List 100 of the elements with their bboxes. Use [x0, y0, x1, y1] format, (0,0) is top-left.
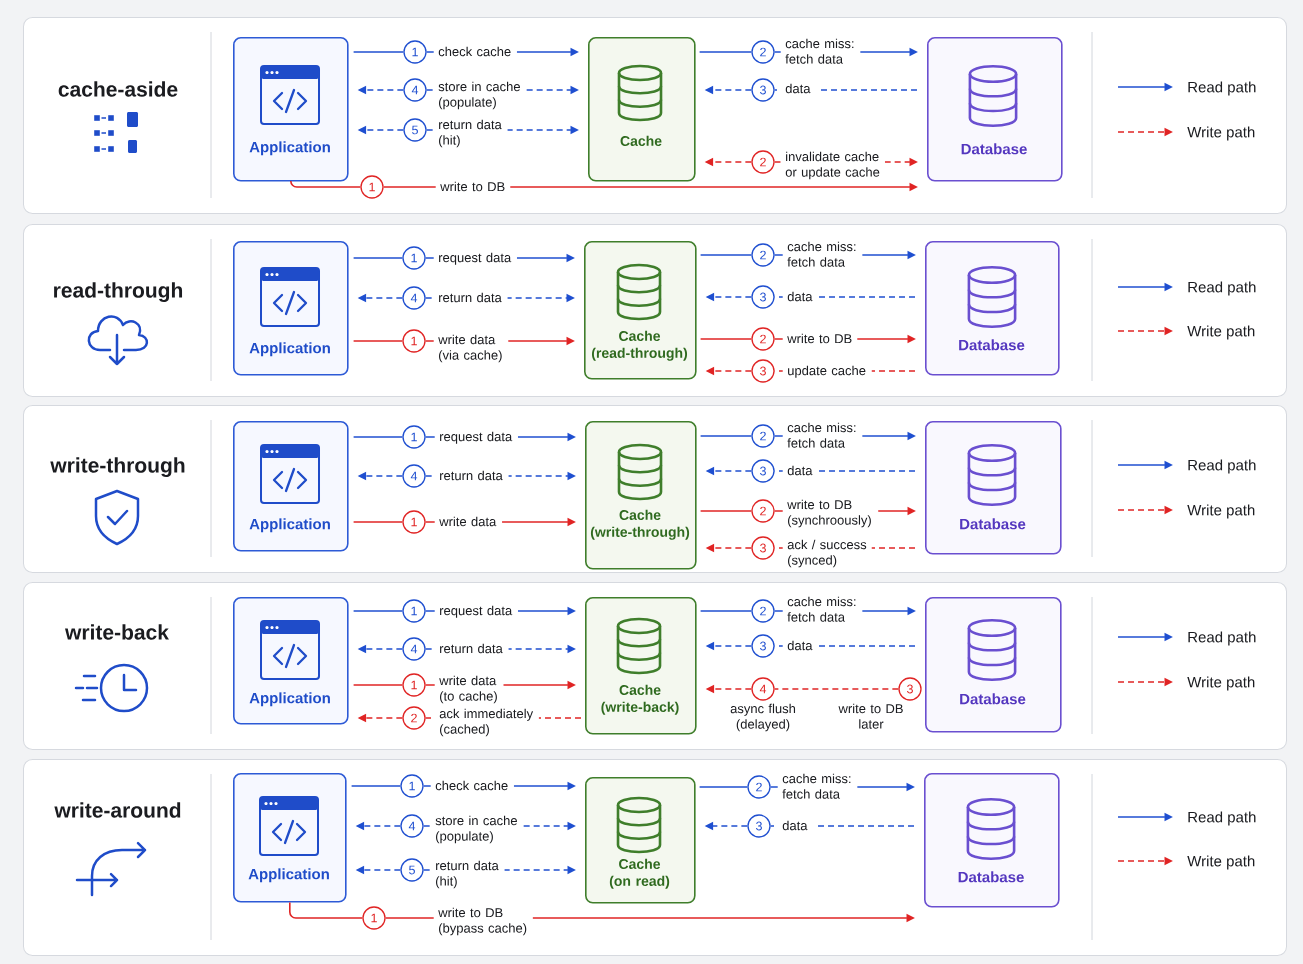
step-caption: async flush (delayed) — [730, 703, 796, 732]
database-box: Database — [927, 37, 1063, 182]
edge-label: invalidate cache or update cache — [780, 148, 885, 183]
connector-line — [352, 521, 404, 523]
cache-box: Cache (write-back) — [585, 597, 697, 735]
step-number: 3 — [898, 677, 922, 701]
connector-line — [699, 510, 753, 512]
step-number: 1 — [402, 599, 426, 623]
application-box: Application — [233, 773, 347, 903]
step-number: 1 — [402, 246, 426, 270]
database-box: Database — [924, 773, 1060, 908]
step-number: 2 — [751, 243, 775, 267]
heading: write-around — [54, 802, 181, 818]
legend-label: Write path — [1187, 504, 1255, 519]
step-number: 4 — [400, 814, 424, 838]
connector-line — [699, 338, 753, 340]
edge-label: write data (via cache) — [433, 331, 509, 366]
connector-line — [699, 254, 753, 256]
step-number: 1 — [360, 175, 384, 199]
legend-label: Read path — [1188, 631, 1256, 646]
connector-line — [352, 684, 404, 686]
step-number: 3 — [751, 359, 775, 383]
step-number: 2 — [751, 424, 775, 448]
step-number: 2 — [751, 599, 775, 623]
step-number: 4 — [402, 637, 426, 661]
connector-line — [352, 610, 404, 612]
step-number: 5 — [400, 858, 424, 882]
application-box: Application — [233, 37, 349, 182]
edge-label: store in cache (populate) — [430, 812, 523, 847]
heading: cache-aside — [58, 81, 178, 97]
connector-line — [352, 436, 404, 438]
connector-line — [699, 610, 753, 612]
application-box: Application — [233, 241, 349, 376]
application-box: Application — [233, 421, 349, 552]
cache-box: Cache (on read) — [585, 777, 696, 904]
step-number: 1 — [400, 774, 424, 798]
step-number: 2 — [747, 775, 771, 799]
cache-box: Cache — [588, 37, 696, 182]
connector-line — [773, 688, 900, 690]
connector-line — [350, 785, 402, 787]
legend-label: Write path — [1187, 855, 1255, 870]
legend-label: Read path — [1188, 81, 1256, 96]
cache-box: Cache (read-through) — [584, 241, 697, 380]
heading: write-through — [50, 457, 185, 477]
step-number: 2 — [402, 706, 426, 730]
step-number: 2 — [751, 327, 775, 351]
legend-label: Read path — [1188, 459, 1256, 474]
connector-line — [698, 786, 749, 788]
step-number: 4 — [402, 464, 426, 488]
step-number: 1 — [402, 425, 426, 449]
step-number: 4 — [402, 286, 426, 310]
edge-label: return data (hit) — [433, 116, 508, 151]
edge-label: cache miss: fetch data — [777, 770, 858, 805]
step-number: 1 — [402, 329, 426, 353]
connector-line — [698, 51, 753, 53]
step-number: 4 — [751, 677, 775, 701]
edge-label: return data (hit) — [430, 857, 505, 892]
step-number: 1 — [403, 40, 427, 64]
step-number: 3 — [751, 285, 775, 309]
database-box: Database — [925, 241, 1060, 376]
edge-label: ack immediately (cached) — [434, 705, 539, 740]
heading: read-through — [54, 282, 183, 302]
connector-line — [352, 51, 405, 53]
step-number: 3 — [751, 536, 775, 560]
connector-line — [352, 257, 404, 259]
step-number: 3 — [751, 634, 775, 658]
legend-label: Read path — [1188, 281, 1256, 296]
step-number: 2 — [751, 40, 775, 64]
edge-label: cache miss: fetch data — [782, 419, 863, 454]
heading: write-back — [65, 624, 169, 640]
edge-label: cache miss: fetch data — [782, 593, 863, 628]
cache-box: Cache (write-through) — [585, 421, 697, 570]
step-number: 3 — [751, 459, 775, 483]
database-box: Database — [925, 597, 1062, 733]
edge-label: ack / success (synced) — [782, 536, 872, 571]
connector-line — [290, 180, 362, 188]
edge-label: write to DB (bypass cache) — [433, 904, 533, 939]
step-number: 1 — [402, 673, 426, 697]
edge-label: cache miss: fetch data — [780, 35, 861, 70]
step-number: 4 — [403, 78, 427, 102]
legend-label: Write path — [1187, 676, 1255, 691]
step-number: 1 — [402, 510, 426, 534]
legend-label: Write path — [1187, 325, 1255, 340]
application-box: Application — [233, 597, 349, 725]
step-caption: write to DB later — [838, 703, 903, 729]
step-number: 2 — [751, 499, 775, 523]
legend-label: Write path — [1187, 126, 1255, 141]
step-number: 1 — [362, 906, 386, 930]
edge-label: write to DB (synchroously) — [782, 496, 879, 531]
step-number: 3 — [747, 814, 771, 838]
edge-label: store in cache (populate) — [433, 78, 526, 113]
step-number: 2 — [751, 150, 775, 174]
step-number: 5 — [403, 118, 427, 142]
legend-label: Read path — [1188, 811, 1256, 826]
connector-line — [352, 340, 404, 342]
step-number: 3 — [751, 78, 775, 102]
edge-label: cache miss: fetch data — [782, 238, 863, 273]
connector-line — [699, 435, 753, 437]
edge-label: write data (to cache) — [434, 672, 504, 707]
database-box: Database — [925, 421, 1062, 555]
